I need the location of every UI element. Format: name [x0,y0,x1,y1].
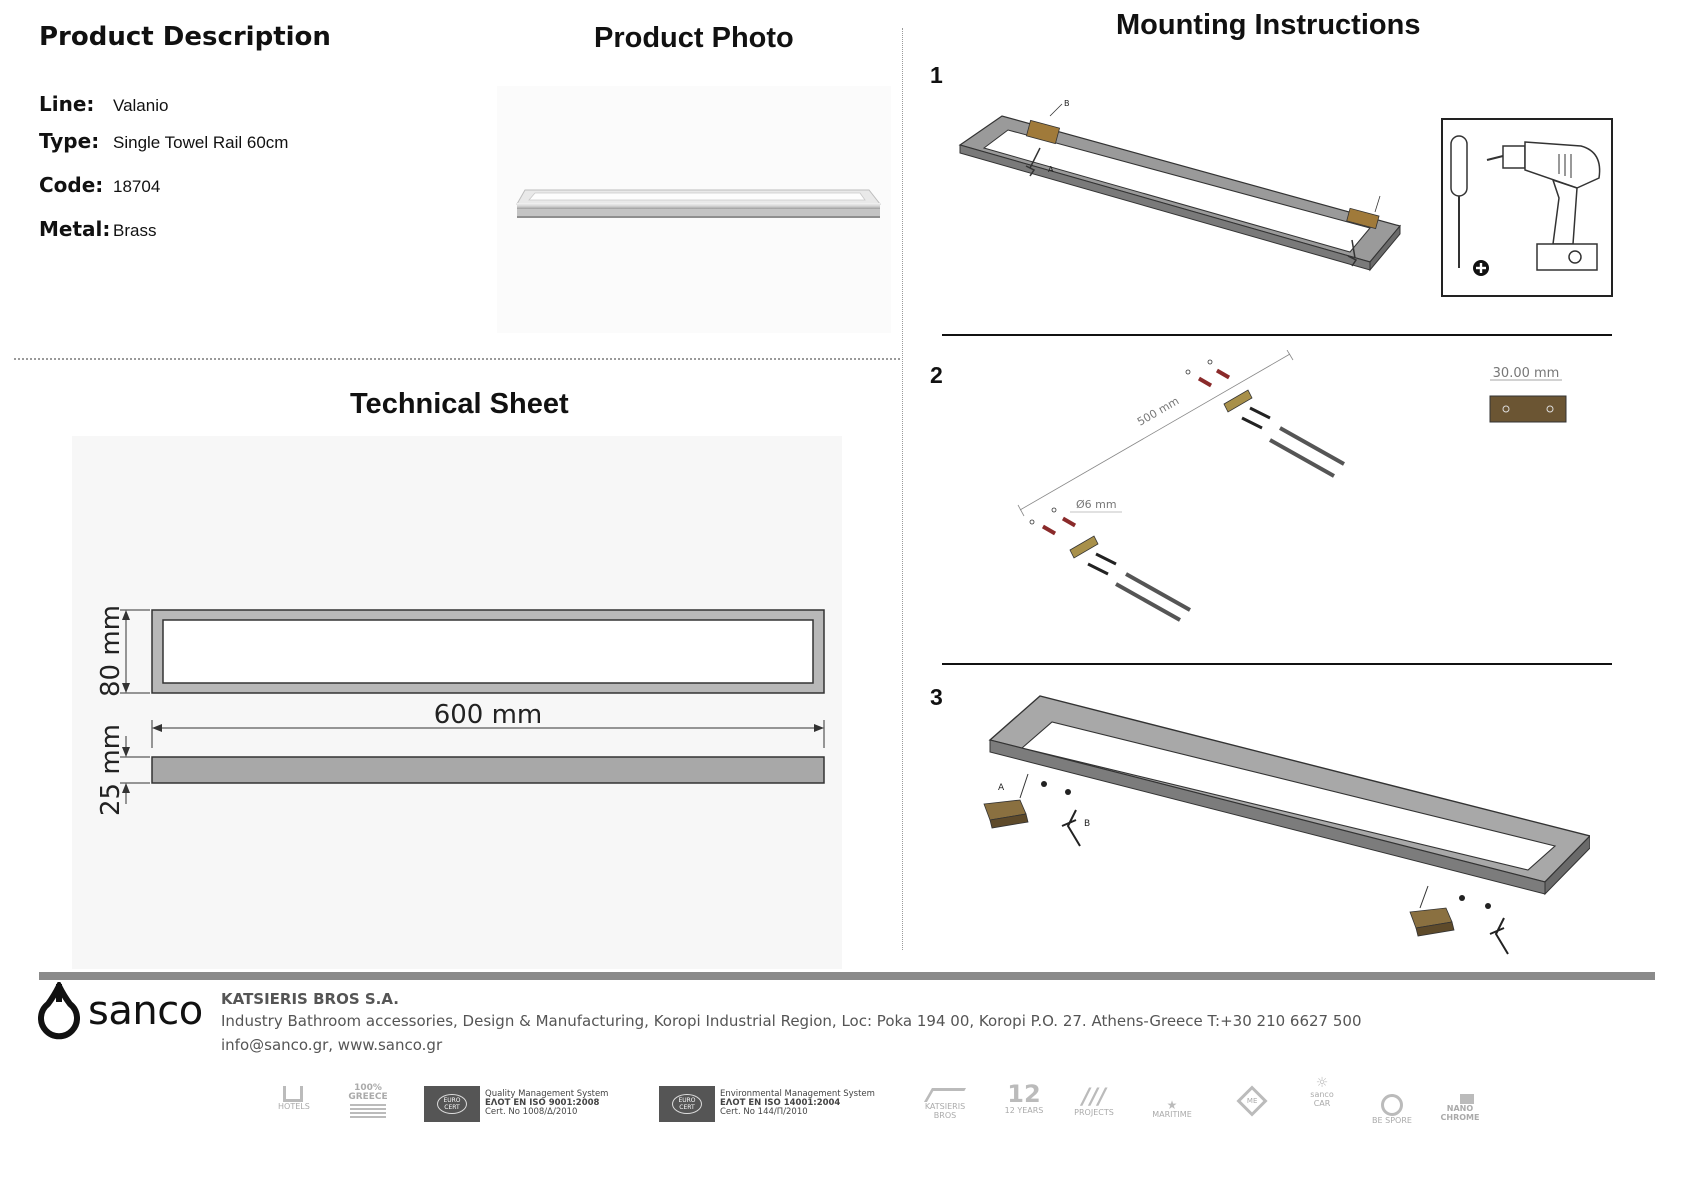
company-address: Industry Bathroom accessories, Design & … [221,1012,1362,1030]
technical-drawing: 80 mm 600 mm 25 mm [96,605,825,816]
step-1-label-b: B [1064,100,1070,108]
spec-type-value: Single Towel Rail 60cm [113,133,289,152]
step-separator-1 [942,334,1612,336]
towel-rail-photo-image [516,189,882,218]
dim-500-label: 500 mm [1135,394,1181,428]
step-3-label-a: A [998,783,1005,793]
section-divider-vertical [902,28,903,950]
step-1-illustration: A B [958,100,1402,272]
environmental-cert-text: Environmental Management System ΕΛΟΤ ΕΝ … [720,1089,875,1117]
projects-badge: /// PROJECTS [1074,1085,1114,1118]
side-view-bar [151,756,825,784]
dim-width-label: 600 mm [434,700,543,730]
step-1-label-a: A [1048,165,1054,174]
step-3-number: 3 [930,684,943,710]
spec-code: Code: 18704 [39,173,160,197]
spec-type-label: Type: [39,129,100,153]
step-separator-2 [942,663,1612,665]
front-view-opening [162,619,814,684]
sanco-drop-logo-icon [38,982,80,1040]
katsieris-badge: KATSIERIS BROS [916,1088,974,1120]
me-badge: ME [1232,1085,1272,1117]
nano-chrome-badge: NANO CHROME [1436,1094,1484,1122]
step-1-number: 1 [930,62,943,88]
spec-type: Type: Single Towel Rail 60cm [39,129,288,153]
spec-line: Line: Valanio [39,92,168,116]
footer-bar [39,972,1655,980]
spec-line-value: Valanio [113,96,169,115]
quality-cert-text: Quality Management System ΕΛΟΤ ΕΝ ISO 90… [485,1089,609,1117]
greece-badge: 100% GREECE [346,1084,390,1120]
product-description-title: Product Description [39,22,331,52]
step-3-illustration: A B [983,695,1590,955]
mounting-instructions-title: Mounting Instructions [1116,9,1421,41]
spec-metal: Metal: Brass [39,217,156,241]
maritime-badge: ★ MARITIME [1152,1098,1192,1119]
sanco-logo-wordmark: sanco [88,988,203,1034]
tools-required-box [1441,118,1613,297]
technical-sheet-title: Technical Sheet [350,388,569,420]
product-photo-title: Product Photo [594,22,794,54]
section-divider-horizontal [14,358,900,360]
spec-metal-label: Metal: [39,217,111,241]
years-badge: 12 12 YEARS [1004,1080,1044,1115]
company-contact: info@sanco.gr, www.sanco.gr [221,1036,443,1054]
dim-drill-label: Ø6 mm [1076,498,1117,511]
product-photo [497,86,891,333]
spec-line-label: Line: [39,92,95,116]
company-name: KATSIERIS BROS S.A. [221,990,399,1008]
dim-bracket-label: 30.00 mm [1493,366,1560,381]
spec-code-value: 18704 [113,177,161,196]
sanco-car-badge: ☼ sanco CAR [1310,1075,1334,1108]
power-drill-icon [1486,141,1601,271]
step-3-label-b: B [1084,819,1090,829]
spore-badge: BE SPORE [1372,1094,1412,1125]
spec-code-label: Code: [39,173,104,197]
dim-height-label: 80 mm [96,605,126,697]
dim-depth-label: 25 mm [96,724,126,816]
step-2-number: 2 [930,362,943,388]
technical-drawing-panel: 80 mm 600 mm 25 mm [72,436,842,969]
step-2-illustration: 500 mm Ø6 mm 30.00 mm [1017,350,1567,622]
screwdriver-icon [1450,135,1468,197]
spec-metal-value: Brass [113,221,157,240]
eurocert-environmental-badge: EURO CERT [659,1086,715,1122]
hotels-badge: HOTELS [278,1086,310,1111]
eurocert-quality-badge: EURO CERT [424,1086,480,1122]
